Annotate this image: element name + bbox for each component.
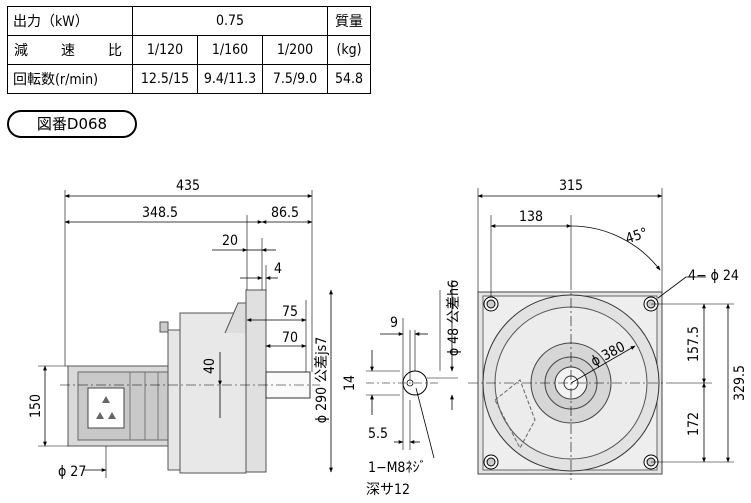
dim-315-text: 315 xyxy=(559,178,583,194)
dim-27-text: ϕ 27 xyxy=(58,464,86,480)
dim-5-5-text: 5.5 xyxy=(368,426,388,442)
dim-70-text: 70 xyxy=(282,330,298,346)
dim-40-text: 40 xyxy=(202,358,218,374)
speed-3: 7.5/9.0 xyxy=(262,64,328,94)
dim-14-text: 14 xyxy=(342,375,358,391)
dim-138-text: 138 xyxy=(519,209,543,225)
dim-4-text: 4 xyxy=(274,261,282,277)
dim-348-5-text: 348.5 xyxy=(142,205,178,221)
ratio-label: 減速比 xyxy=(7,35,133,65)
tap-text: 1−M8ﾈｼﾞ xyxy=(368,460,426,476)
dim-157-5-text: 157.5 xyxy=(686,326,702,362)
shaft-detail xyxy=(366,280,458,459)
dim-290-text: ϕ 290 公差js7 xyxy=(314,337,330,423)
speed-1: 12.5/15 xyxy=(132,64,198,94)
dim-150-text: 150 xyxy=(28,394,44,418)
dim-435-text: 435 xyxy=(176,178,200,194)
side-view xyxy=(38,190,320,474)
dim-45-text: 45° xyxy=(624,225,650,247)
brand-logo xyxy=(96,396,116,419)
dim-86-5-text: 86.5 xyxy=(271,205,299,221)
speed-label: 回転数(r/min) xyxy=(7,64,133,94)
spec-table: 出力（kW） 0.75 質量 減速比 1/120 1/160 1/200 (kg… xyxy=(7,6,371,94)
output-value: 0.75 xyxy=(132,6,328,36)
holes-text: 4− ϕ 24 xyxy=(688,268,739,284)
ratio-3: 1/200 xyxy=(262,35,328,65)
output-label: 出力（kW） xyxy=(7,6,133,36)
terminal-box xyxy=(87,387,125,429)
dim-9-text: 9 xyxy=(390,315,398,331)
dim-75-text: 75 xyxy=(282,304,298,320)
tap-depth-text: 深サ12 xyxy=(366,482,410,498)
dim-20-text: 20 xyxy=(222,233,238,249)
flange xyxy=(245,289,267,473)
dim-48-text: ϕ 48 公差h6 xyxy=(446,280,462,356)
speed-2: 9.4/11.3 xyxy=(197,64,263,94)
mass-value: 54.8 xyxy=(327,64,371,94)
dim-172-text: 172 xyxy=(686,412,702,436)
gear-case xyxy=(179,312,247,474)
drawing-number-badge: 図番D068 xyxy=(7,110,137,138)
front-view xyxy=(468,280,672,480)
dim-329-5-text: 329.5 xyxy=(732,365,748,401)
mass-unit: (kg) xyxy=(327,35,371,65)
